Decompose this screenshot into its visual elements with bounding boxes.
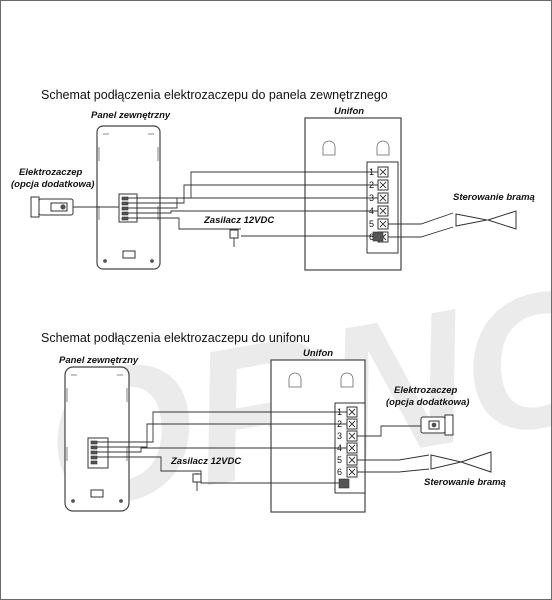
bottom-panel-label: Panel zewnętrzny <box>59 355 139 366</box>
top-wiring <box>128 171 454 238</box>
top-lock-label-line1: Elektrozaczep <box>19 167 83 178</box>
top-gate-control-icon <box>455 210 517 230</box>
diagram-top: Schemat podłączenia elektrozaczepu do pa… <box>11 88 535 271</box>
top-gate-label: Sterowanie bramą <box>453 192 535 203</box>
bottom-terminal-label: 5 <box>337 455 342 465</box>
top-terminal-label: 5 <box>369 219 374 229</box>
diagram-top-title: Schemat podłączenia elektrozaczepu do pa… <box>41 88 388 102</box>
bottom-terminal-label: 3 <box>337 431 342 441</box>
top-power-supply-icon <box>229 229 239 247</box>
top-electric-lock-icon <box>30 196 119 218</box>
bottom-unifon-label: Unifon <box>303 348 333 359</box>
bottom-lock-label-line1: Elektrozaczep <box>394 385 458 396</box>
top-panel-terminal-block <box>121 196 129 221</box>
bottom-electric-lock-icon <box>420 414 454 436</box>
bottom-panel-terminal-block <box>90 440 98 465</box>
top-unifon-label: Unifon <box>334 106 364 117</box>
bottom-power-label: Zasilacz 12VDC <box>170 456 241 467</box>
bottom-outdoor-panel <box>64 366 130 512</box>
bottom-unifon-device: 1 2 3 4 5 6 <box>270 359 366 513</box>
bottom-power-supply-icon <box>192 473 202 491</box>
diagram-bottom: Schemat podłączenia elektrozaczepu do un… <box>41 331 506 513</box>
top-power-label: Zasilacz 12VDC <box>203 215 274 226</box>
top-panel-label: Panel zewnętrzny <box>91 110 171 121</box>
bottom-terminal-label: 6 <box>337 467 342 477</box>
bottom-gate-control-icon <box>430 451 492 473</box>
top-terminal-label: 6 <box>369 232 374 242</box>
top-unifon-device: 1 2 3 4 5 6 <box>304 117 402 271</box>
top-outdoor-panel <box>96 125 161 270</box>
bottom-lock-label-line2: (opcja dodatkowa) <box>386 397 469 408</box>
bottom-wiring <box>97 411 430 484</box>
top-lock-label-line2: (opcja dodatkowa) <box>11 179 94 190</box>
bottom-gate-label: Sterowanie bramą <box>424 477 506 488</box>
diagram-bottom-title: Schemat podłączenia elektrozaczepu do un… <box>41 331 310 345</box>
